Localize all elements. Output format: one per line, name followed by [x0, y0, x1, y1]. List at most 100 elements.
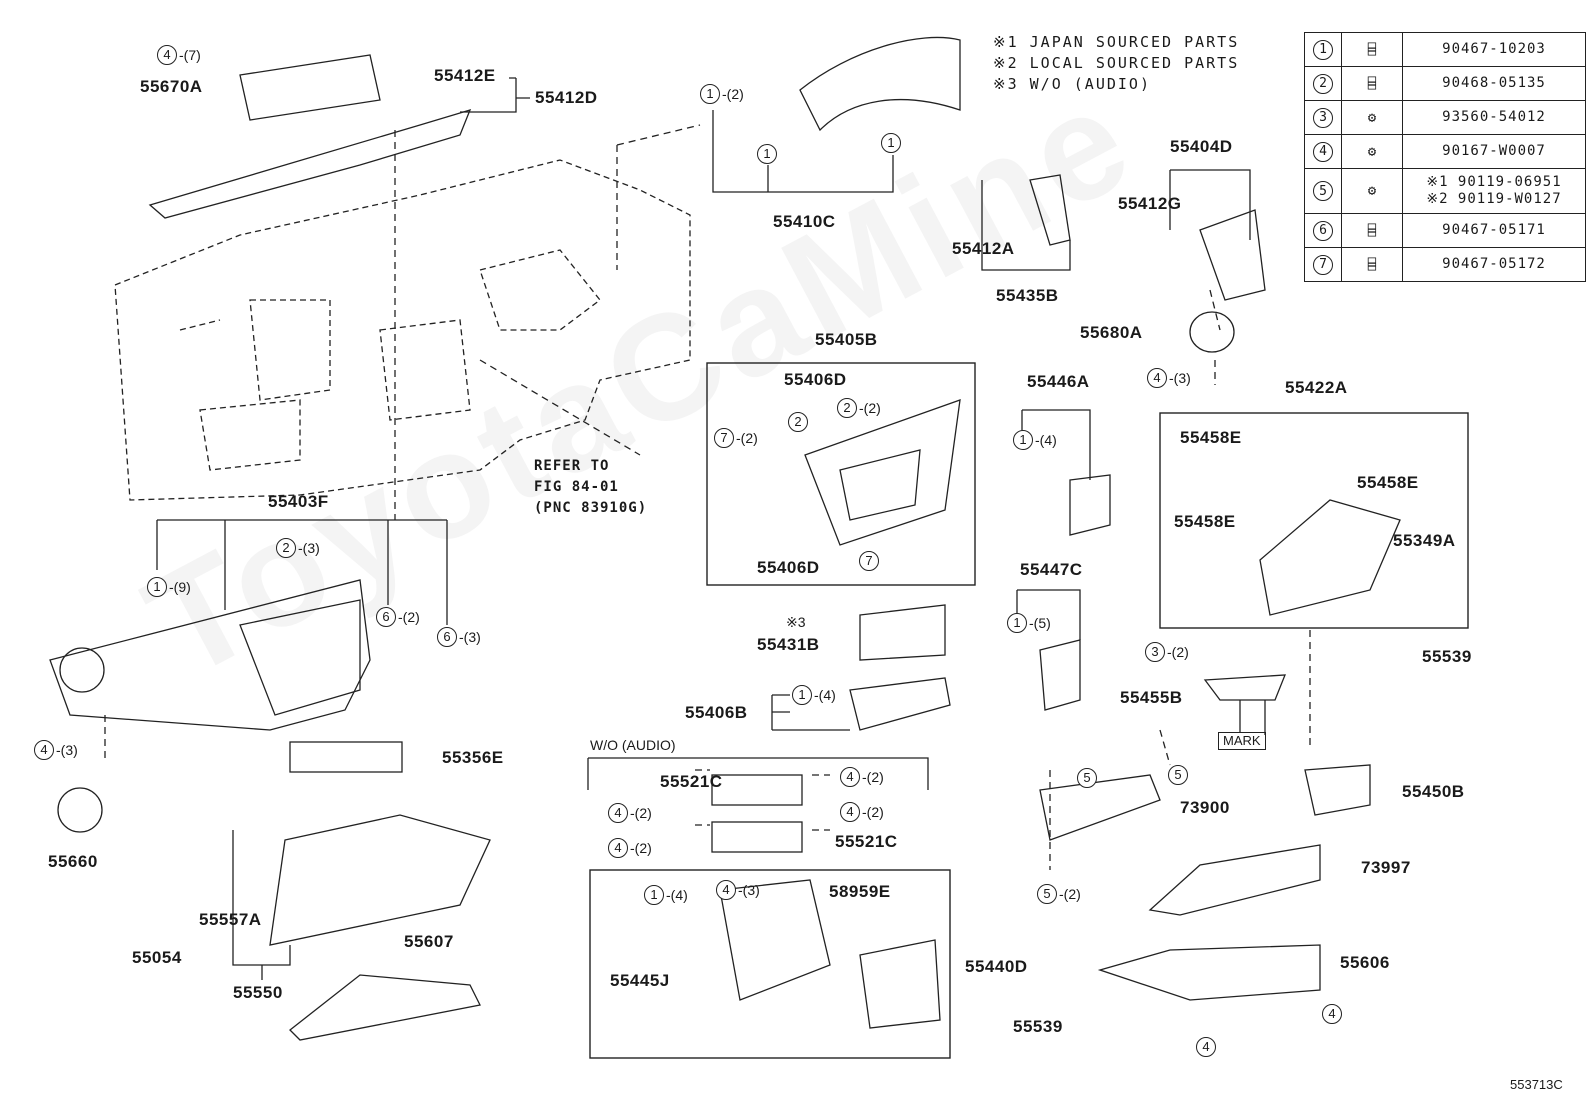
refer-line-2[interactable]: FIG 84-01	[534, 479, 619, 495]
fastener-part[interactable]: 90468-05135	[1402, 66, 1586, 101]
glovebox-55557A	[269, 814, 491, 946]
callout-number: 4	[157, 45, 177, 65]
screw-icon: ⚙	[1341, 134, 1403, 169]
part-55450B[interactable]: 55450B	[1402, 782, 1465, 801]
fastener-number: 3	[1313, 107, 1333, 128]
cover-55447C	[1039, 639, 1081, 711]
part-55660[interactable]: 55660	[48, 852, 98, 871]
callout-number: 4	[716, 880, 736, 900]
note-2-mark: ※2	[993, 54, 1019, 72]
callout-number: 3	[1145, 642, 1165, 662]
callout: 4-(7)	[157, 45, 201, 65]
part-55412D[interactable]: 55412D	[535, 88, 598, 107]
callout: 6-(3)	[437, 627, 481, 647]
part-55445J[interactable]: 55445J	[610, 971, 670, 990]
fastener-row: 4 ⚙ 90167-W0007	[1304, 134, 1586, 169]
refer-line-1[interactable]: REFER TO	[534, 458, 610, 474]
callout-qty: -(3)	[738, 882, 760, 898]
callout-number: 1	[881, 133, 901, 153]
fastener-part[interactable]: 93560-54012	[1402, 100, 1586, 135]
vent-bezel-55404D	[1199, 209, 1266, 301]
part-55446A[interactable]: 55446A	[1027, 372, 1090, 391]
callout: 4-(2)	[840, 767, 884, 787]
part-55412E[interactable]: 55412E	[434, 66, 496, 85]
part-55349A[interactable]: 55349A	[1393, 531, 1456, 550]
lid-55440D	[859, 939, 941, 1029]
callout-qty: -(3)	[459, 629, 481, 645]
wo-audio-caption: W/O (AUDIO)	[590, 737, 676, 753]
part-55412A[interactable]: 55412A	[952, 239, 1015, 258]
part-55412G[interactable]: 55412G	[1118, 194, 1182, 213]
callout: 5	[1168, 765, 1188, 785]
callout-number: 2	[837, 398, 857, 418]
clip-icon: ⌸	[1341, 213, 1403, 248]
fastener-part[interactable]: ※1 90119-06951 ※2 90119-W0127	[1402, 168, 1586, 214]
part-55550[interactable]: 55550	[233, 983, 283, 1002]
part-55680A[interactable]: 55680A	[1080, 323, 1143, 342]
fastener-part[interactable]: 90167-W0007	[1402, 134, 1586, 169]
callout: 1	[757, 144, 777, 164]
part-55458E-3[interactable]: 55458E	[1174, 512, 1236, 531]
fastener-number: 2	[1313, 73, 1333, 94]
part-55607[interactable]: 55607	[404, 932, 454, 951]
callout: 4	[1322, 1004, 1342, 1024]
fastener-row: 2 ⌸ 90468-05135	[1304, 66, 1586, 101]
part-55356E[interactable]: 55356E	[442, 748, 504, 767]
center-vent-shape	[239, 54, 381, 121]
part-55435B[interactable]: 55435B	[996, 286, 1059, 305]
fastener-part[interactable]: 90467-10203	[1402, 32, 1586, 67]
fastener-part[interactable]: 90467-05172	[1402, 247, 1586, 282]
part-58959E[interactable]: 58959E	[829, 882, 891, 901]
callout-number: 1	[1013, 430, 1033, 450]
callout: 4-(3)	[716, 880, 760, 900]
part-55406B[interactable]: 55406B	[685, 703, 748, 722]
callout-qty: -(7)	[179, 47, 201, 63]
clip-icon: ⌸	[1341, 32, 1403, 67]
fastener-number: 7	[1313, 254, 1333, 275]
pocket-55521C-2	[711, 821, 803, 853]
refer-line-3[interactable]: (PNC 83910G)	[534, 500, 648, 516]
callout-number: 1	[700, 84, 720, 104]
part-55557A[interactable]: 55557A	[199, 910, 262, 929]
part-55670A[interactable]: 55670A	[140, 77, 203, 96]
fastener-part[interactable]: 90467-05171	[1402, 213, 1586, 248]
part-55440D[interactable]: 55440D	[965, 957, 1028, 976]
part-55539-2[interactable]: 55539	[1013, 1017, 1063, 1036]
callout: 7	[859, 551, 879, 571]
part-55521C-1[interactable]: 55521C	[660, 772, 723, 791]
mark-label: MARK	[1218, 732, 1266, 750]
part-55455B[interactable]: 55455B	[1120, 688, 1183, 707]
part-55404D[interactable]: 55404D	[1170, 137, 1233, 156]
callout: 4-(3)	[34, 740, 78, 760]
part-55054[interactable]: 55054	[132, 948, 182, 967]
note-2: ※2 LOCAL SOURCED PARTS	[993, 53, 1239, 73]
part-55458E-2[interactable]: 55458E	[1357, 473, 1419, 492]
note-3: ※3 W/O (AUDIO)	[993, 74, 1151, 94]
part-55431B[interactable]: 55431B	[757, 635, 820, 654]
fastener-number: 5	[1313, 181, 1333, 201]
callout-number: 1	[757, 144, 777, 164]
part-55422A[interactable]: 55422A	[1285, 378, 1348, 397]
part-55539-1[interactable]: 55539	[1422, 647, 1472, 666]
part-55410C[interactable]: 55410C	[773, 212, 836, 231]
part-55447C[interactable]: 55447C	[1020, 560, 1083, 579]
part-73997[interactable]: 73997	[1361, 858, 1411, 877]
callout-qty: -(3)	[1169, 370, 1191, 386]
airbag-73900	[1039, 774, 1161, 841]
callout-number: 2	[788, 412, 808, 432]
part-55406D-top[interactable]: 55406D	[784, 370, 847, 389]
part-55403F[interactable]: 55403F	[268, 492, 329, 511]
part-55406D-bottom[interactable]: 55406D	[757, 558, 820, 577]
part-73900[interactable]: 73900	[1180, 798, 1230, 817]
part-55606[interactable]: 55606	[1340, 953, 1390, 972]
part-55405B[interactable]: 55405B	[815, 330, 878, 349]
part-55458E-1[interactable]: 55458E	[1180, 428, 1242, 447]
callout: 1-(9)	[147, 577, 191, 597]
note-3-text: W/O (AUDIO)	[1029, 75, 1151, 93]
bracket-55431B	[859, 604, 946, 661]
part-55521C-2[interactable]: 55521C	[835, 832, 898, 851]
callout: 1-(2)	[700, 84, 744, 104]
callout-number: 1	[1007, 613, 1027, 633]
vent-55660	[57, 787, 103, 833]
